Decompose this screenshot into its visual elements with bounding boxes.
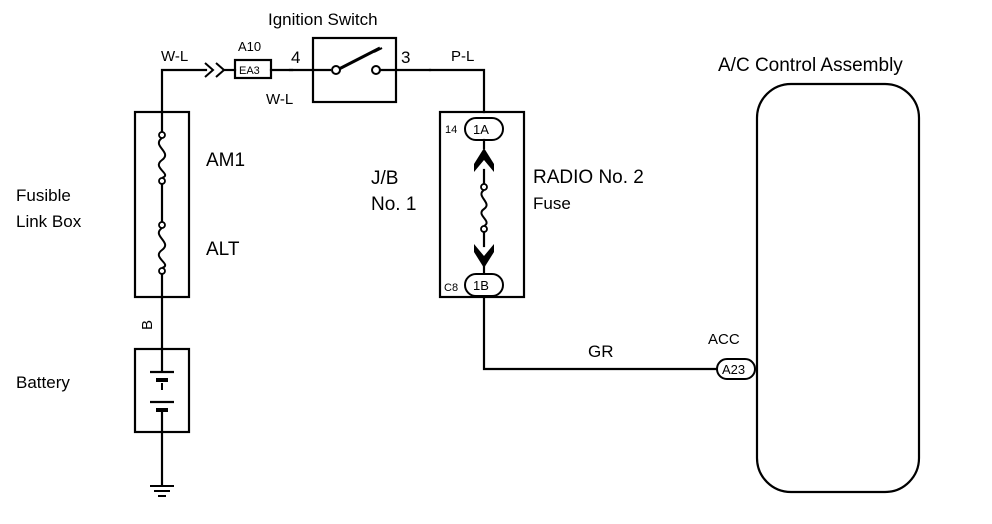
ac-control-assembly-box (755, 82, 921, 494)
fuse-alt (157, 221, 167, 299)
battery-cells (150, 347, 174, 434)
wire-gr (482, 295, 719, 371)
connector-ea3-label: EA3 (239, 65, 260, 77)
connector-a23-label: A23 (722, 362, 745, 377)
connector-1a-label: 1A (473, 122, 489, 137)
radio-fuse-label-2: Fuse (533, 194, 571, 213)
wire-pl (428, 68, 486, 114)
wire-label-b: B (139, 320, 156, 330)
connector-arrow-2 (215, 62, 226, 78)
pin-c8-label: C8 (444, 282, 458, 294)
ignition-switch-title: Ignition Switch (268, 10, 378, 29)
connector-1b-label: 1B (473, 278, 489, 293)
fuse-am1 (157, 110, 167, 224)
wire-label-wl-top: W-L (161, 48, 188, 65)
ac-control-assembly-title: A/C Control Assembly (718, 55, 903, 76)
wire-label-pl: P-L (451, 48, 474, 65)
wire-wl (160, 68, 208, 114)
jb-label-1: J/B (371, 168, 398, 189)
connector-a23 (716, 358, 756, 380)
wire-label-wl-bottom: W-L (266, 91, 293, 108)
jb-label-2: No. 1 (371, 194, 416, 215)
pin-3-label: 3 (401, 48, 410, 67)
fusible-link-box-label-2: Link Box (16, 212, 82, 231)
pin-14-label: 14 (445, 124, 457, 136)
fuse-alt-label: ALT (206, 239, 240, 260)
pin-4-label: 4 (291, 48, 300, 67)
ignition-switch-contact (288, 46, 432, 75)
battery-label: Battery (16, 373, 70, 392)
connector-arrow-1 (204, 62, 215, 78)
ground-icon (150, 485, 174, 497)
radio-fuse-label-1: RADIO No. 2 (533, 167, 644, 188)
fusible-link-box-label-1: Fusible (16, 186, 71, 205)
acc-label: ACC (708, 331, 740, 348)
radio-fuse (474, 138, 494, 276)
fuse-am1-label: AM1 (206, 150, 245, 171)
connector-a10-label: A10 (238, 39, 261, 54)
wire-label-gr: GR (588, 342, 614, 361)
